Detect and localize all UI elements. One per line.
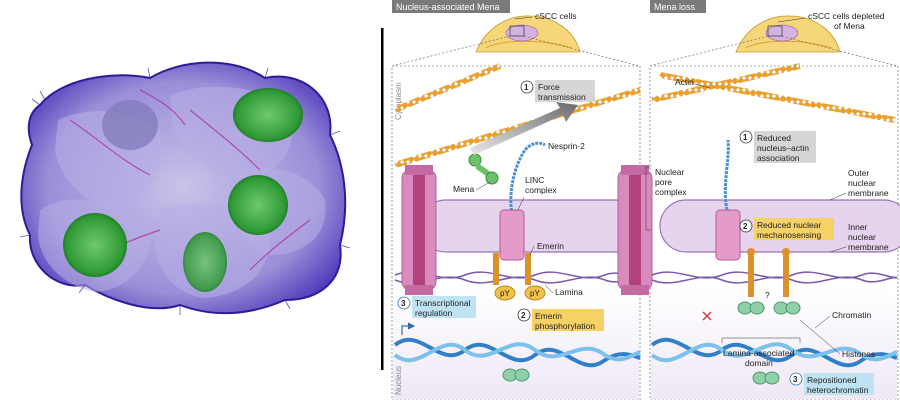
- outer-membrane-label-1: Outer: [848, 168, 869, 178]
- linc-complex-right: [715, 139, 790, 297]
- npc-label-1: Nuclear: [655, 167, 684, 177]
- histones-label: Histones: [842, 349, 875, 359]
- mena-protein: [468, 153, 499, 185]
- nesprin-label: Nesprin-2: [548, 141, 585, 151]
- nucleus-5: [183, 232, 227, 292]
- nucleus-side-label: Nucleus: [394, 366, 403, 395]
- actin-label: Actin: [675, 77, 694, 87]
- left-panel-header: [392, 0, 510, 13]
- npc-label-2: pore: [655, 177, 672, 187]
- force-box: [535, 80, 595, 102]
- repositioned-box: [804, 373, 874, 395]
- emerin-phos-label-2: phosphorylation: [535, 321, 595, 331]
- right-inset-cell: [735, 15, 841, 53]
- force-arrow: [470, 102, 578, 155]
- nuclear-pore-complex-center: [617, 165, 653, 295]
- emerin-label: Emerin: [537, 241, 564, 251]
- right-inset-label-1: cSCC cells depleted: [808, 11, 885, 21]
- emerin-phos-label-1: Emerin: [535, 311, 562, 321]
- right-panel-title: Mena loss: [654, 2, 696, 12]
- reduced-assoc-label-1: Reduced: [757, 133, 791, 143]
- reduced-assoc-label-3: association: [757, 153, 800, 163]
- transcriptional-label-1: Transcriptional: [415, 298, 471, 308]
- svg-text:1: 1: [524, 83, 529, 92]
- numbered-badges: 1 1 3 2 2 3: [397, 80, 803, 386]
- inner-membrane-label-2: nuclear: [848, 232, 876, 242]
- lad-label-2: domain: [745, 358, 773, 368]
- linc-complex-left: [493, 141, 546, 301]
- transcription-arrow-icon: [401, 322, 416, 335]
- repositioned-label-2: heterochromatin: [807, 385, 869, 395]
- svg-text:2: 2: [521, 311, 526, 320]
- diagram: Nucleus-associated Mena Mena loss cSCC c…: [391, 0, 900, 400]
- cytoplasm-side-label: Cytoplasm: [394, 82, 403, 120]
- zoom-lines: [391, 35, 899, 67]
- reduced-mechano-box: [754, 218, 834, 240]
- nucleus-3: [228, 175, 288, 235]
- left-panel-title: Nucleus-associated Mena: [396, 2, 500, 12]
- lamina: [394, 271, 898, 284]
- transcriptional-box: [412, 296, 476, 318]
- repositioned-label-1: Repositioned: [807, 375, 857, 385]
- linc-label-2: complex: [525, 185, 557, 195]
- pY-right: pY: [530, 289, 540, 298]
- emerin-phos-box: [532, 309, 604, 331]
- disrupted-mark-icon: [702, 311, 712, 321]
- reduced-assoc-label-2: nucleus–actin: [757, 143, 809, 153]
- force-label-2: transmission: [538, 92, 586, 102]
- mena-label: Mena: [453, 184, 475, 194]
- reduced-assoc-box: [754, 131, 816, 163]
- lamina-label: Lamina: [555, 287, 583, 297]
- pY-left: pY: [500, 289, 510, 298]
- svg-text:1: 1: [743, 133, 748, 142]
- panel-divider: [381, 28, 384, 370]
- inner-membrane-label-3: membrane: [848, 242, 889, 252]
- microscopy-image: [19, 61, 351, 315]
- npc-label-3: complex: [655, 187, 687, 197]
- chromatin-helix: [393, 337, 898, 368]
- svg-text:2: 2: [743, 222, 748, 231]
- histones: [502, 301, 801, 385]
- lad-label-1: Lamina-associated: [723, 348, 795, 358]
- nucleus-4: [63, 213, 127, 277]
- outer-membrane-label-3: membrane: [848, 188, 889, 198]
- nucleus-2: [233, 88, 303, 142]
- chromatin-label: Chromatin: [832, 310, 871, 320]
- outer-membrane-label-2: nuclear: [848, 178, 876, 188]
- transcriptional-label-2: regulation: [415, 308, 453, 318]
- inner-membrane-label-1: Inner: [848, 222, 868, 232]
- question-mark: ?: [765, 290, 770, 300]
- force-label-1: Force: [538, 82, 560, 92]
- left-inset-cell: [475, 15, 581, 53]
- right-panel-header: [650, 0, 706, 13]
- reduced-mechano-label-1: Reduced nuclear: [757, 220, 821, 230]
- left-inset-label: cSCC cells: [535, 11, 577, 21]
- right-inset-label-2: of Mena: [834, 21, 865, 31]
- reduced-mechano-label-2: mechanosensing: [757, 230, 822, 240]
- svg-text:3: 3: [793, 375, 798, 384]
- nucleus-1: [102, 100, 158, 150]
- svg-text:3: 3: [401, 299, 406, 308]
- linc-label-1: LINC: [525, 175, 544, 185]
- nuclear-pore-complex-left: [401, 165, 437, 295]
